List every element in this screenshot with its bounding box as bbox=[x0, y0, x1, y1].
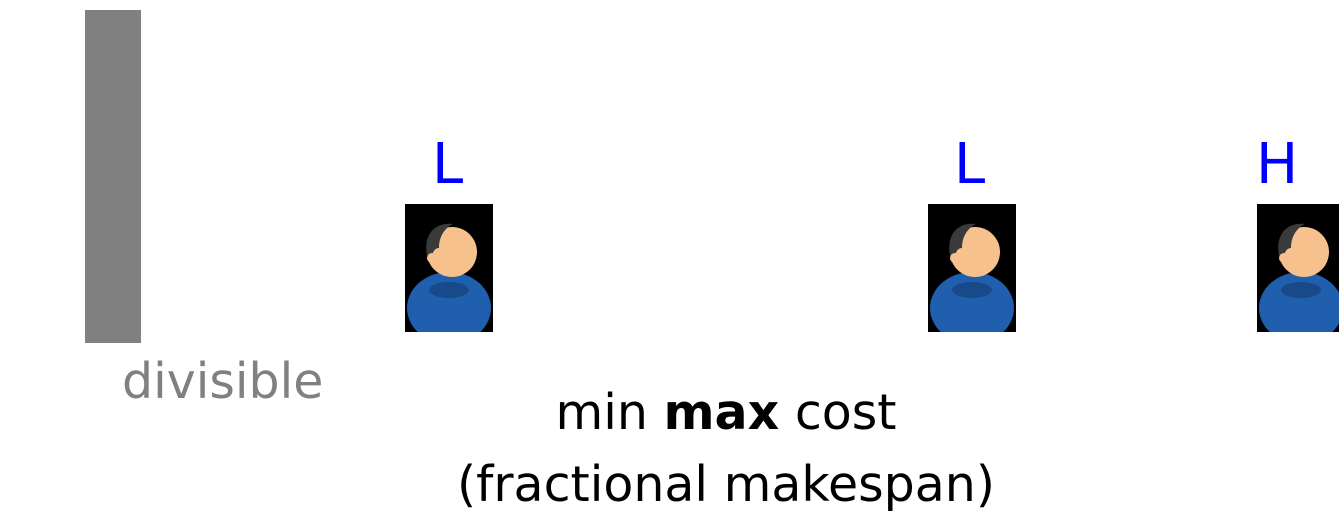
divisible-item-bar bbox=[85, 10, 141, 343]
agent-2-person-icon bbox=[928, 204, 1016, 332]
agent-3-type-label: H bbox=[1256, 132, 1299, 197]
divisible-label: divisible bbox=[122, 353, 324, 410]
agent-2-type-label: L bbox=[954, 132, 986, 197]
objective-word-min: min bbox=[555, 384, 648, 441]
agent-1-type-label: L bbox=[432, 132, 464, 197]
agent-1-person-icon bbox=[405, 204, 493, 332]
objective-word-cost: cost bbox=[794, 384, 897, 441]
objective-line-1: min max cost bbox=[456, 388, 996, 437]
objective-line-2: (fractional makespan) bbox=[457, 456, 995, 513]
objective-word-max: max bbox=[663, 384, 780, 441]
agent-3-person-icon bbox=[1257, 204, 1339, 332]
